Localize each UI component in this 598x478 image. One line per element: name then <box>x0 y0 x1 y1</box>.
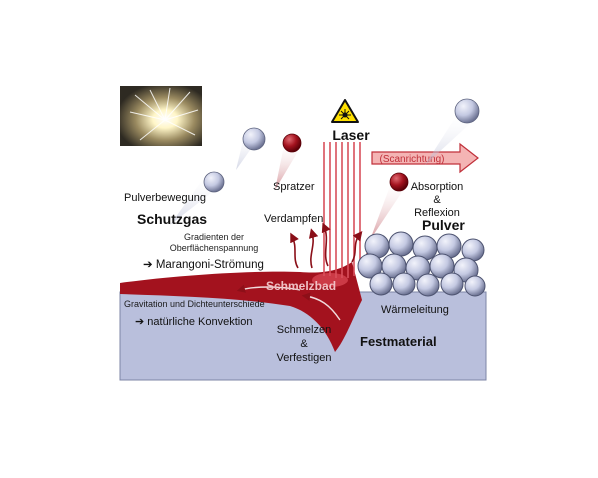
melt-pool-hotspot <box>312 273 348 287</box>
powder-movement-label: Pulverbewegung <box>124 192 206 204</box>
gradient-label-line1: Gradienten der <box>184 232 244 242</box>
spatter-particle <box>282 133 302 153</box>
powder-particle-left <box>203 171 225 193</box>
spatter-label: Spratzer <box>273 181 315 193</box>
scan-direction-arrow <box>371 142 479 174</box>
melt-label-amp: & <box>300 338 308 350</box>
laser-warning-icon <box>331 99 359 123</box>
marangoni-label: ➔ Marangoni-Strömung <box>143 259 264 271</box>
absorption-label-amp: & <box>433 194 441 206</box>
melt-label-line1: Schmelzen <box>277 324 331 336</box>
powder-label: Pulver <box>422 217 465 233</box>
powder-particle-upper <box>242 127 266 151</box>
melt-label-line2: Verfestigen <box>276 352 331 364</box>
absorption-label-line1: Absorption <box>411 181 464 193</box>
melt-flow-arrows <box>236 284 341 321</box>
heat-conduction-label: Wärmeleitung <box>381 304 449 316</box>
absorption-label-line2: Reflexion <box>414 207 460 219</box>
laser-beam <box>323 142 361 278</box>
evaporation-label: Verdampfen <box>264 213 323 225</box>
sparks-photo <box>120 86 202 146</box>
powder-particle-right <box>454 98 480 124</box>
shielding-gas-label: Schutzgas <box>137 211 207 227</box>
laser-label: Laser <box>332 127 370 143</box>
gradient-label-line2: Oberflächenspannung <box>170 243 259 253</box>
natural-convection-label: ➔ natürliche Konvektion <box>135 316 252 328</box>
melt-pool <box>120 262 362 352</box>
scan-direction-label: (Scanrichtung) <box>379 154 444 165</box>
flying-particles <box>170 98 480 240</box>
gravity-label: Gravitation und Dichteunterschiede <box>124 299 265 309</box>
hot-particle <box>389 172 409 192</box>
solid-material-label: Festmaterial <box>360 334 437 349</box>
powder-bed <box>357 231 486 297</box>
melt-pool-label: Schmelzbad <box>266 279 336 293</box>
